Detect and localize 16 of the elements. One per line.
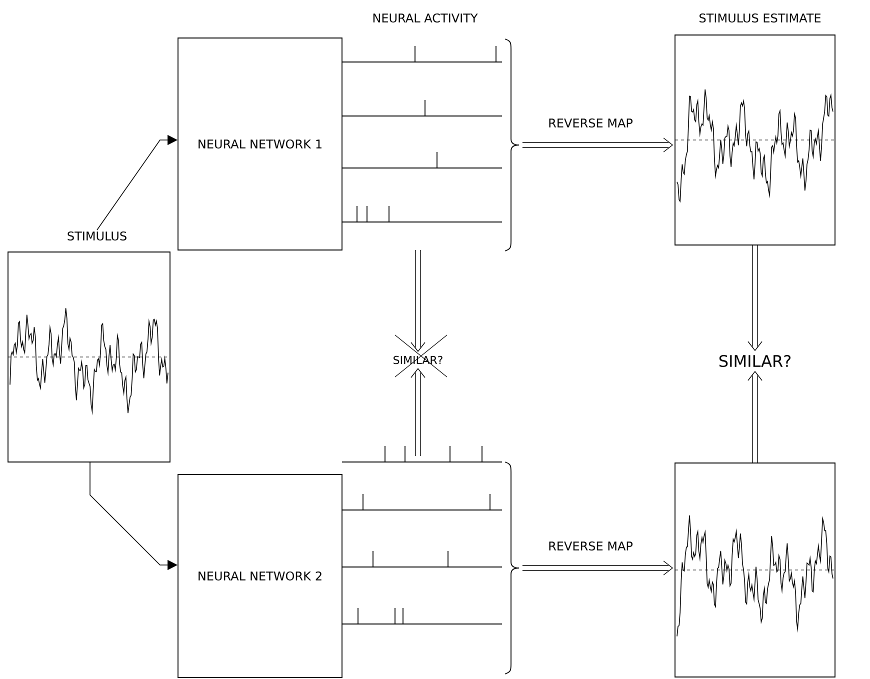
arrow [748,370,762,463]
network-box: NEURAL NETWORK 1 [178,38,342,250]
arrow [522,138,674,152]
edge-label: REVERSE MAP [547,117,634,129]
signal-plot-drawing [674,462,836,678]
edge-label: REVERSE MAP [547,540,634,552]
question-text: SIMILAR? [719,354,790,368]
network-box: NEURAL NETWORK 2 [178,474,342,678]
heading: STIMULUS [68,231,126,241]
heading: NEURAL ACTIVITY [373,13,478,23]
heading: STIMULUS ESTIMATE [700,13,821,23]
arrow [410,250,426,352]
arrow [410,368,426,456]
arrow [748,245,762,352]
arrow [522,560,674,576]
spike-train-drawing [342,446,520,674]
